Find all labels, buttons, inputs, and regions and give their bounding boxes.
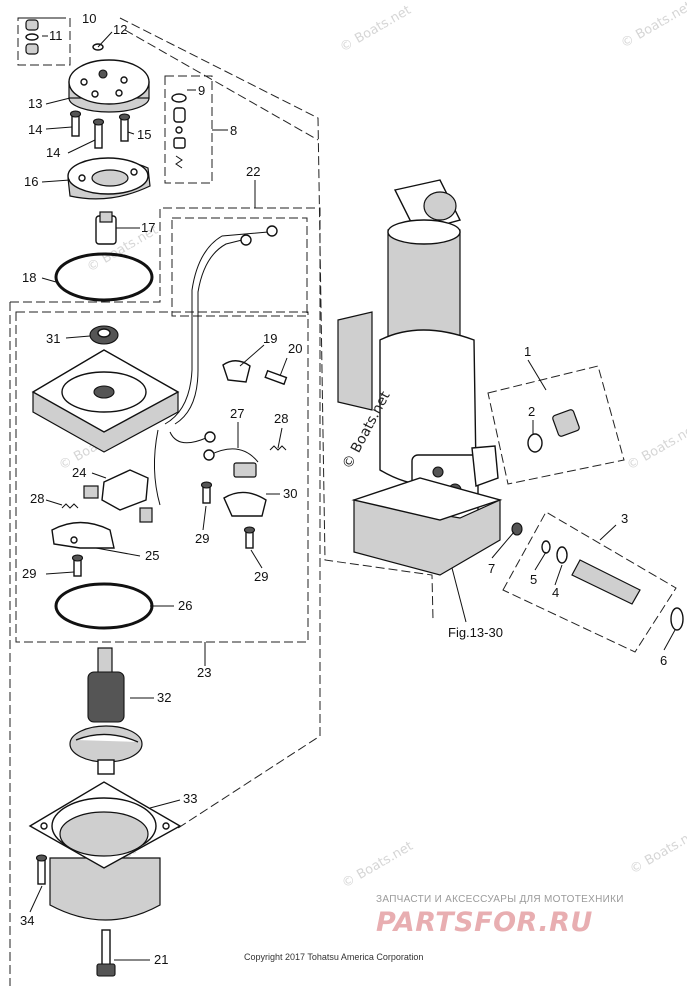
part-31-bearing (89, 325, 119, 345)
brand-logo: PARTSFOR.RU (376, 907, 593, 938)
callout-29: 29 (254, 569, 268, 584)
callout-6: 6 (660, 653, 667, 668)
callout-7: 7 (488, 561, 495, 576)
callout-13: 13 (28, 96, 42, 111)
watermark: © Boats.net (625, 421, 687, 474)
part-27-brush-lead (203, 431, 257, 478)
leader-lines (18, 17, 676, 961)
motor-end-plate (31, 349, 180, 453)
callout-4: 4 (552, 585, 559, 600)
callout-29: 29 (22, 566, 36, 581)
callout-31: 31 (46, 331, 60, 346)
part-24-brush-holder (83, 469, 153, 523)
callout-14: 14 (46, 145, 60, 160)
part-28-springs (61, 445, 287, 509)
callout-27: 27 (230, 406, 244, 421)
callout-8: 8 (230, 123, 237, 138)
part-26-o-ring (54, 582, 154, 630)
callout-14: 14 (28, 122, 42, 137)
watermark: © Boats.net (340, 839, 416, 892)
callout-5: 5 (530, 572, 537, 587)
callout-labels: 10 11 12 13 14 15 14 16 17 18 31 9 8 22 … (20, 11, 667, 967)
callout-23: 23 (197, 665, 211, 680)
callout-30: 30 (283, 486, 297, 501)
brush-wiring (153, 429, 259, 506)
callout-17: 17 (141, 220, 155, 235)
part-16-pump-body (67, 157, 151, 200)
callout-15: 15 (137, 127, 151, 142)
cylinder-assembly (337, 179, 503, 576)
part-14-15-screws (69, 110, 131, 149)
part-30-brush-holder (223, 491, 267, 517)
callout-9: 9 (198, 83, 205, 98)
callout-21: 21 (154, 952, 168, 967)
watermark: © Boats.net (338, 3, 414, 56)
callout-33: 33 (183, 791, 197, 806)
part-19-clamp (222, 360, 251, 383)
callout-34: 34 (20, 913, 34, 928)
callout-32: 32 (157, 690, 171, 705)
callout-11: 11 (49, 28, 63, 43)
callout-22: 22 (246, 164, 260, 179)
figure-reference: Fig.13-30 (448, 625, 503, 640)
callout-25: 25 (145, 548, 159, 563)
part-33-motor-yoke (28, 781, 182, 921)
part-17-coupling (95, 211, 117, 245)
callout-18: 18 (22, 270, 36, 285)
watermark: © Boats.net (619, 0, 687, 51)
part-8-9-valve (171, 93, 187, 169)
callout-3: 3 (621, 511, 628, 526)
callout-12: 12 (113, 22, 127, 37)
part-29-screws (71, 481, 256, 577)
part-20-screw (264, 369, 288, 386)
callout-19: 19 (263, 331, 277, 346)
footer-tagline: ЗАПЧАСТИ И АКСЕССУАРЫ ДЛЯ МОТОТЕХНИКИ (376, 894, 624, 905)
callout-28: 28 (30, 491, 44, 506)
callout-10: 10 (82, 11, 96, 26)
part-10-seal-kit (25, 19, 39, 55)
callout-28: 28 (274, 411, 288, 426)
part-18-o-ring (54, 252, 154, 302)
callout-16: 16 (24, 174, 38, 189)
part-3-valve (511, 522, 684, 631)
watermark: © Boats.net (628, 825, 687, 878)
part-25-brush-plate (51, 521, 115, 549)
copyright-notice: Copyright 2017 Tohatsu America Corporati… (244, 952, 424, 962)
part-2-plug (527, 409, 580, 453)
callout-20: 20 (288, 341, 302, 356)
callout-26: 26 (178, 598, 192, 613)
part-32-armature (69, 647, 143, 775)
callout-1: 1 (524, 344, 531, 359)
callout-29: 29 (195, 531, 209, 546)
callout-24: 24 (72, 465, 86, 480)
part-22-wire-harness (164, 225, 278, 425)
part-13-reservoir-cap (68, 59, 150, 113)
part-34-screw (35, 854, 48, 885)
callout-2: 2 (528, 404, 535, 419)
part-21-bolt (96, 929, 116, 977)
